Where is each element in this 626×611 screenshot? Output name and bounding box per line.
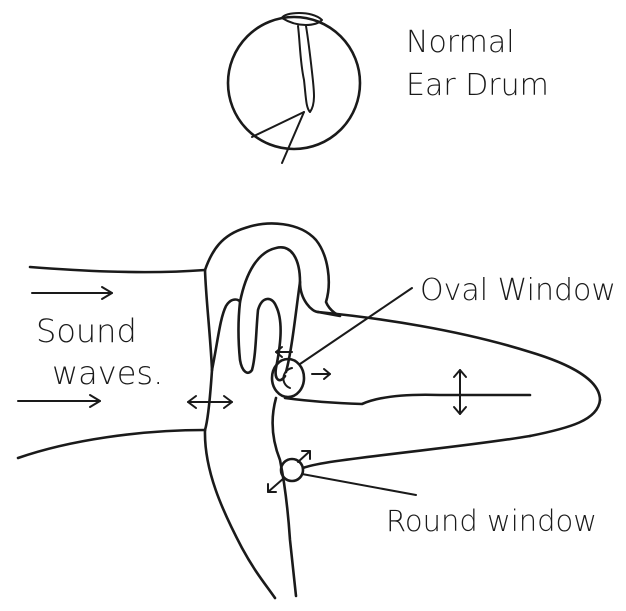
ear-drum-label-line1: Normal	[406, 25, 515, 60]
ear-drum-light-reflex-right	[282, 112, 304, 163]
sound-waves-label-line1: Sound	[36, 312, 137, 350]
round-window-label: Round window	[386, 504, 597, 538]
round-window-arrow-out	[298, 451, 310, 462]
cochlea	[285, 312, 600, 468]
basilar-membrane	[285, 395, 530, 404]
malleus-body	[205, 270, 212, 370]
oval-window-arrow-right	[312, 369, 330, 379]
ear-drum-malleus-top	[282, 13, 322, 25]
middle-ear-lower-inner	[205, 370, 212, 430]
cochlea-tip	[530, 400, 600, 436]
sound-waves-label-line2: waves.	[52, 354, 163, 392]
cochlea-lower-wall	[303, 436, 530, 468]
ear-drum-illustration	[228, 13, 360, 163]
oval-window-label: Oval Window	[420, 273, 616, 308]
oval-window-pointer	[300, 288, 412, 364]
ear-drum-label-line2: Ear Drum	[406, 68, 549, 103]
middle-ear	[205, 224, 340, 598]
ear-drum-light-reflex-left	[252, 112, 304, 137]
basilar-membrane-vibration-arrow	[454, 370, 466, 414]
ear-drum-malleus-handle	[298, 26, 314, 112]
ear-canal-bottom-wall	[18, 430, 205, 458]
round-window-arrow-in	[268, 478, 284, 492]
incus-arch	[240, 247, 318, 312]
middle-ear-inner-wall	[273, 398, 296, 596]
ear-drum-circle	[228, 17, 360, 149]
sound-wave-arrow-upper	[32, 287, 112, 299]
middle-ear-lower-wall	[205, 430, 275, 598]
round-window-pointer	[302, 474, 416, 495]
ear-canal-top-wall	[30, 267, 205, 272]
sound-wave-arrow-lower	[18, 395, 100, 407]
